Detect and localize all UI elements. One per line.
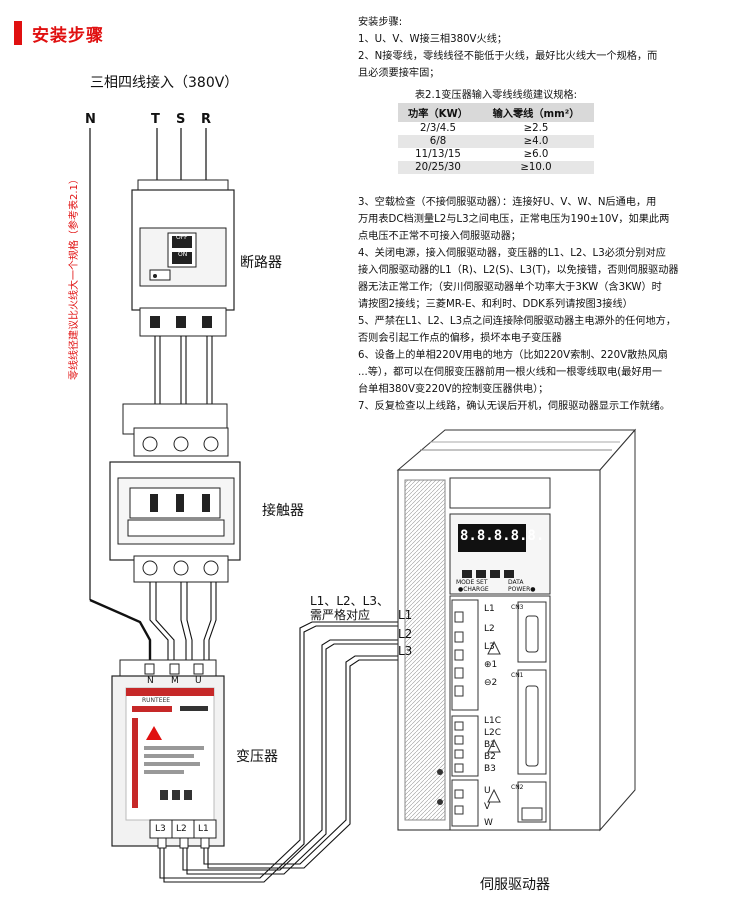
step-line: 2、N接零线，零线线径不能低于火线，最好比火线大一个规格，而 (358, 51, 658, 62)
drive-terminal-b3: B3 (484, 764, 496, 774)
table-row: 2/3/4.5 ≥2.5 (398, 122, 594, 135)
phase-t-label: T (151, 112, 160, 127)
table-cell: 20/25/30 (398, 161, 478, 174)
wire-label-l2: L2 (398, 627, 413, 641)
transformer-terminal-n: N (147, 676, 154, 686)
strict-label-line1: L1、L2、L3、 (310, 594, 389, 608)
transformer-terminal-l1: L1 (198, 824, 209, 834)
step-line: 请按图2接线；三菱MR-E、和利时、DDK系列请按图3接线） (358, 299, 633, 310)
table-cell: ≥10.0 (478, 161, 594, 174)
installation-steps: 安装步骤: 1、U、V、W接三相380V火线； 2、N接零线，零线线径不能低于火… (358, 14, 740, 82)
table-header-row: 功率（KW） 输入零线（mm²） (398, 103, 594, 122)
table-header-neutral: 输入零线（mm²） (478, 103, 594, 122)
contactor-label: 接触器 (262, 503, 304, 519)
cn2-label: CN2 (511, 784, 524, 791)
transformer-terminal-l2: L2 (176, 824, 187, 834)
drive-display: 8.8.8.8.8. (460, 528, 545, 544)
breaker-on-label: ON (178, 251, 188, 258)
drive-mode-button-label: MODE SET (456, 579, 488, 586)
section-header: 安装步骤 (14, 20, 104, 46)
strict-label-line2: 需严格对应 (310, 608, 371, 622)
table-cell: ≥2.5 (523, 123, 549, 134)
steps-heading: 安装步骤: (358, 17, 403, 28)
step-line: 且必须要接牢固； (358, 68, 440, 79)
cn3-label: CN3 (511, 604, 524, 611)
neutral-wire-note: 零线线径建议比火线大一个规格（参考表2.1） (69, 174, 80, 380)
header-accent-bar (14, 21, 22, 45)
phase-n-label: N (85, 112, 96, 127)
wire-label-l1: L1 (398, 608, 413, 622)
table-cell: 2/3/4.5 (419, 123, 457, 134)
table-cell: ≥6.0 (523, 149, 549, 160)
step-line: 6、设备上的单相220V用电的地方（比如220V索制、220V散热风扇 (358, 350, 668, 361)
wire-label-l3: L3 (398, 644, 413, 658)
servo-label: 伺服驱动器 (480, 877, 550, 893)
step-line: 5、严禁在L1、L2、L3点之间连接除伺服驱动器主电源外的任何地方， (358, 316, 677, 327)
neutral-cable-table: 表2.1变压器输入零线线缆建议规格: 功率（KW） 输入零线（mm²） 2/3/… (398, 86, 594, 174)
table-cell: 11/13/15 (415, 149, 461, 160)
step-line: 接入伺服驱动器的L1（R)、L2(S)、L3(T)，以免接错，否则伺服驱动器 (358, 265, 679, 276)
drive-terminal-p1: ⊕1 (484, 660, 498, 670)
step-line: 台单相380V变220V的控制变压器供电）； (358, 384, 549, 395)
table-caption: 表2.1变压器输入零线线缆建议规格: (414, 90, 578, 101)
neutral-wire (89, 598, 152, 668)
table-row: 11/13/15 ≥6.0 (398, 148, 594, 161)
phase-r-label: R (201, 112, 212, 127)
section-title: 安装步骤 (32, 25, 104, 46)
transformer-terminal-m: M (171, 676, 179, 686)
drive-terminal-l1: L1 (484, 604, 495, 614)
transformer-label: 变压器 (236, 749, 278, 765)
table-header-power: 功率（KW） (398, 103, 478, 122)
breaker-off-label: OFF (176, 234, 188, 241)
drive-terminal-b2: B2 (484, 752, 496, 762)
drive-terminal-l2c: L2C (484, 728, 502, 738)
table-row: 20/25/30 ≥10.0 (398, 161, 594, 174)
drive-terminal-v: V (484, 802, 491, 812)
installation-steps-continued: 3、空载检查（不接伺服驱动器）：连接好U、V、W、N后通电，用 万用表DC档测量… (358, 194, 740, 415)
drive-data-button-label: DATA (508, 579, 524, 586)
table-cell: ≥4.0 (478, 135, 594, 148)
step-line: 万用表DC档测量L2与L3之间电压，正常电压为190±10V，如果此两 (358, 214, 670, 225)
transformer (111, 659, 225, 849)
step-line: 4、关闭电源，接入伺服驱动器，变压器的L1、L2、L3必须分别对应 (358, 248, 666, 259)
table-row: 6/8 ≥4.0 (398, 135, 594, 148)
step-line: 否则会引起工作点的偏移，损坏本电子变压器 (358, 333, 562, 344)
step-line: ...等），都可以在伺服变压器前用一根火线和一根零线取电(最好用一 (358, 367, 663, 378)
drive-terminal-w: W (484, 818, 493, 828)
drive-terminal-l1c: L1C (484, 716, 502, 726)
transformer-terminal-l3: L3 (155, 824, 166, 834)
phase-lines (89, 128, 207, 600)
step-line: 器无法正常工作;（安川伺服驱动器单个功率大于3KW（含3KW）时 (358, 282, 662, 293)
transformer-brand: RUNTEEE (142, 697, 171, 704)
breaker-label: 断路器 (240, 255, 282, 271)
drive-charge-led: ●CHARGE (458, 586, 489, 593)
drive-power-led: POWER● (508, 586, 536, 593)
phase-s-label: S (176, 112, 186, 127)
drive-terminal-n2: ⊖2 (484, 678, 498, 688)
step-line: 1、U、V、W接三相380V火线； (358, 34, 508, 45)
drive-terminal-l3: L3 (484, 642, 495, 652)
cn1-label: CN1 (511, 672, 524, 679)
supply-label: 三相四线接入（380V） (90, 75, 239, 91)
step-line: 7、反复检查以上线路，确认无误后开机，伺服驱动器显示工作就绪。 (358, 401, 671, 412)
drive-terminal-b1: B1 (484, 740, 496, 750)
output-wires (159, 621, 455, 883)
table-cell: 6/8 (398, 135, 478, 148)
step-line: 点电压不正常不可接入伺服驱动器； (358, 231, 521, 242)
step-line: 3、空载检查（不接伺服驱动器）：连接好U、V、W、N后通电，用 (358, 197, 657, 208)
servo-drive (396, 428, 637, 832)
transformer-terminal-u: U (195, 676, 202, 686)
contactor (109, 403, 241, 583)
drive-terminal-l2: L2 (484, 624, 495, 634)
drive-terminal-u: U (484, 786, 491, 796)
breaker (131, 179, 235, 337)
